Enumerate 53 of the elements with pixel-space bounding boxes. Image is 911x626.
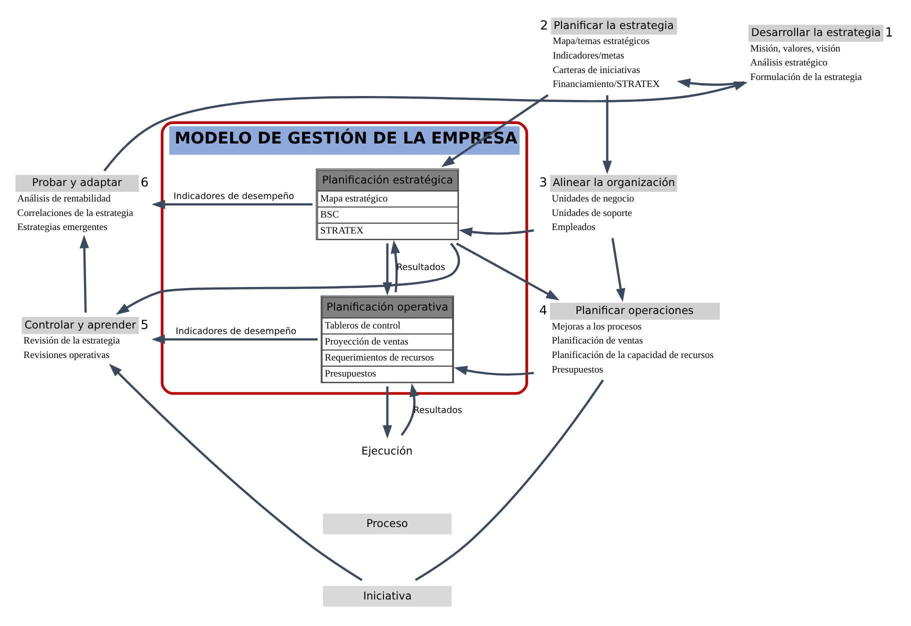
edge-label: Resultados	[413, 406, 462, 416]
node-label: Unidades de soporte	[552, 208, 632, 219]
node-box: Proceso	[323, 514, 452, 534]
arrow	[80, 234, 90, 313]
arrow	[108, 364, 363, 582]
connector	[414, 380, 604, 581]
node-label: Revisiones operativas	[24, 350, 110, 361]
arrow	[390, 240, 400, 292]
arrow	[456, 242, 560, 300]
arrow	[676, 78, 744, 88]
node-label: Correlaciones de la estrategia	[17, 208, 134, 219]
node-text: Ejecución	[361, 444, 413, 458]
edge-label: Indicadores de desempeño	[176, 327, 296, 338]
arrow	[151, 334, 318, 344]
node-label: Planificación de la capacidad de recursos	[552, 350, 714, 361]
node-label: Carteras de iniciativas	[552, 64, 640, 76]
arrow	[611, 238, 626, 302]
node-box: Iniciativa	[323, 586, 452, 607]
arrow	[454, 366, 534, 376]
node-label: Revisión de la estrategia	[24, 336, 120, 347]
node-label: 1	[885, 24, 894, 40]
node-label: 6	[140, 174, 149, 190]
node-label: Empleados	[552, 222, 596, 234]
arrow	[152, 200, 312, 210]
node-label: Misión, valores, visión	[750, 43, 840, 54]
node-label: Presupuestos	[552, 364, 604, 376]
node-box: Planificar la estrategia	[550, 18, 677, 35]
node-label: Análisis estratégico	[750, 58, 828, 69]
arrow	[382, 243, 392, 296]
node-label: 4	[539, 302, 548, 318]
node-box: Alinear la organización	[550, 174, 677, 192]
arrow	[382, 386, 392, 439]
node-label: Estrategias emergentes	[17, 222, 108, 234]
node-box: Planificar operaciones	[550, 302, 720, 320]
arrow	[400, 383, 419, 436]
node-label: Análisis de rentabilidad	[17, 194, 111, 205]
node-label: 5	[140, 316, 149, 332]
node-label: 3	[539, 174, 548, 190]
node-label: Mapa/temas estratégicos	[552, 36, 650, 48]
node-box: Desarrollar la estrategia	[748, 24, 884, 42]
arrow	[602, 95, 612, 174]
node-label: Formulación de la estrategia	[750, 72, 862, 83]
node-box: Probar y adaptar	[16, 174, 139, 192]
node-box: Controlar y aprender	[22, 317, 139, 334]
node-label: Financiamiento/STRATEX	[552, 79, 660, 90]
node-label: Unidades de negocio	[552, 194, 634, 205]
node-label: Indicadores/metas	[552, 50, 624, 62]
arrow	[103, 81, 748, 172]
node-label: Planificación de ventas	[552, 336, 643, 347]
arrow	[116, 242, 460, 315]
node-label: 2	[540, 17, 548, 32]
node-label: Mejoras a los procesos	[552, 321, 642, 332]
edge-label: Indicadores de desempeño	[174, 192, 294, 202]
